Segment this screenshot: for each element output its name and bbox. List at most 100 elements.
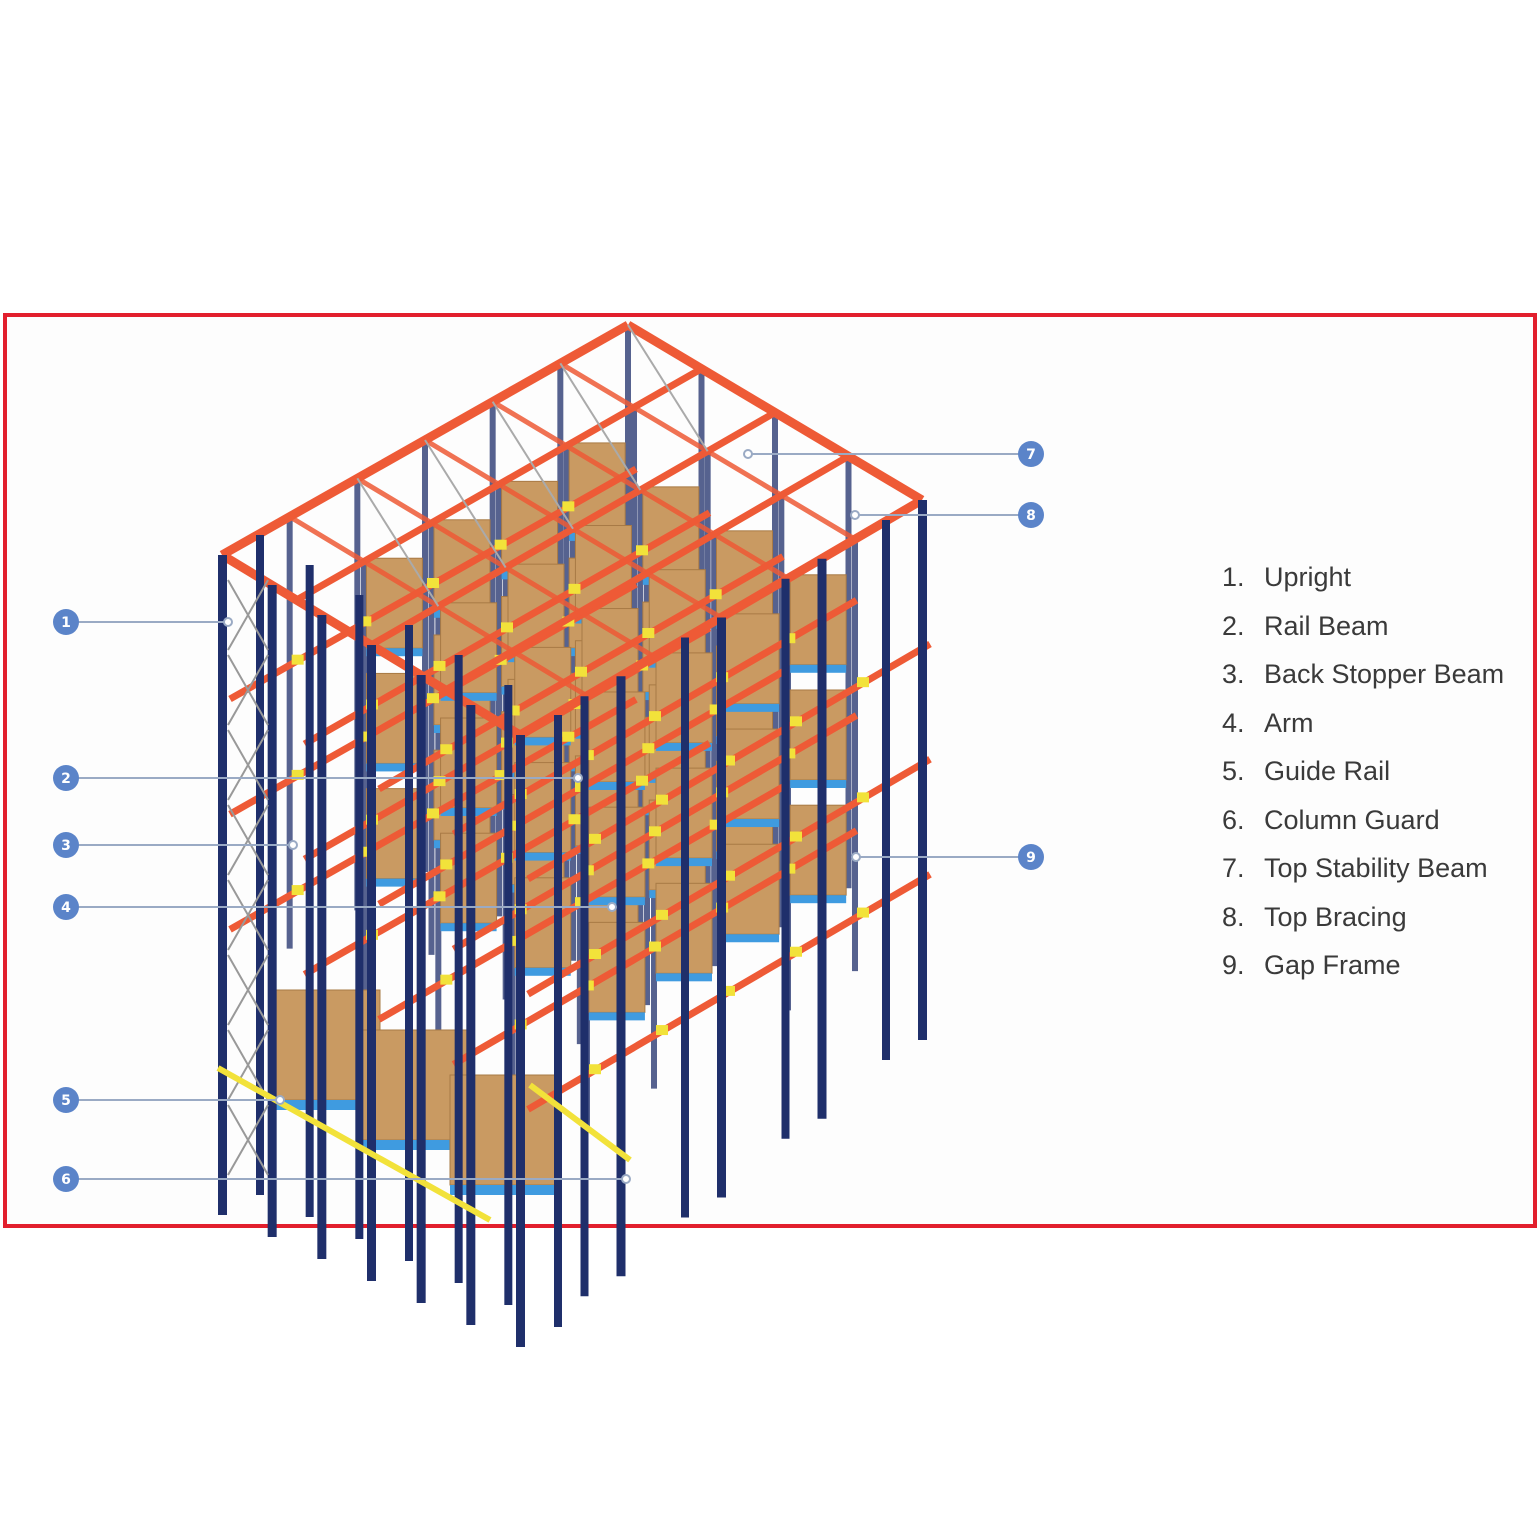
upright	[256, 535, 264, 1195]
arm	[433, 660, 446, 671]
arm	[857, 677, 869, 688]
upright	[554, 715, 562, 1327]
arm	[575, 666, 587, 677]
arm	[433, 776, 446, 787]
upright	[781, 578, 790, 1139]
upright	[305, 565, 314, 1217]
legend-label: Rail Beam	[1264, 610, 1389, 641]
upright-bracing	[227, 804, 269, 876]
arm	[649, 826, 661, 837]
pallet	[366, 763, 423, 772]
pallet	[366, 878, 423, 887]
callout-marker	[53, 609, 79, 635]
legend-number: 7.	[1222, 853, 1245, 883]
upright	[504, 685, 513, 1305]
arm	[427, 693, 439, 704]
upright	[882, 520, 890, 1060]
leader-endpoint	[288, 840, 298, 850]
arm	[440, 744, 453, 755]
legend-number: 9.	[1222, 950, 1245, 980]
legend-item: 5.Guide Rail	[1222, 756, 1504, 805]
top-stability-beam	[356, 476, 656, 659]
upright	[616, 676, 626, 1277]
callout-number: 2	[61, 771, 71, 787]
arm	[642, 858, 655, 869]
upright	[681, 637, 689, 1218]
arm	[723, 755, 735, 766]
top-bracing	[356, 477, 440, 607]
arm	[656, 909, 668, 920]
legend-label: Back Stopper Beam	[1264, 659, 1505, 689]
upright	[218, 555, 227, 1215]
legend-item: 3. Back Stopper Beam	[1222, 659, 1504, 708]
arm	[507, 820, 520, 831]
upright	[580, 696, 589, 1297]
arm	[440, 859, 453, 870]
legend-item: 4.Arm	[1222, 708, 1504, 757]
legend-number: 8.	[1222, 901, 1245, 932]
pallet	[514, 967, 571, 976]
arm	[427, 808, 439, 819]
arm	[723, 870, 735, 881]
upright	[267, 585, 277, 1237]
upright	[454, 655, 463, 1283]
arm	[359, 731, 372, 742]
upright	[317, 615, 327, 1259]
upright	[516, 735, 525, 1347]
upright	[717, 617, 726, 1198]
top-bracing	[491, 401, 574, 530]
arm	[568, 814, 581, 825]
upright	[367, 645, 376, 1281]
legend-number: 3.	[1222, 659, 1245, 689]
leader-endpoint	[573, 773, 583, 783]
callout-number: 9	[1026, 850, 1036, 866]
arm	[440, 974, 453, 985]
leader-endpoint	[743, 449, 753, 459]
legend-label: Upright	[1264, 562, 1352, 592]
legend-item: 6.Column Guard	[1222, 805, 1504, 854]
leader-endpoint	[621, 1174, 631, 1184]
callout-number: 4	[61, 900, 71, 916]
pallet	[440, 692, 497, 701]
callout-marker	[53, 832, 79, 858]
arm	[359, 846, 372, 857]
arm	[568, 583, 581, 594]
arm	[642, 628, 655, 638]
arm	[857, 907, 869, 918]
upright-bracing	[227, 1104, 269, 1176]
arm	[562, 731, 575, 742]
upright	[918, 500, 927, 1040]
callout-number: 7	[1026, 447, 1036, 463]
legend-item: 2.Rail Beam	[1222, 611, 1504, 660]
legend-item: 8.Top Bracing	[1222, 902, 1504, 951]
leader-endpoint	[275, 1095, 285, 1105]
arm	[494, 770, 507, 781]
upright-bracing	[227, 954, 269, 1026]
legend-item: 9.Gap Frame	[1222, 950, 1504, 999]
legend-label: Top Stability Beam	[1264, 853, 1488, 883]
upright	[416, 675, 426, 1303]
arm	[636, 775, 648, 786]
arm	[649, 941, 661, 952]
arm	[709, 589, 722, 600]
callout-marker	[1018, 844, 1044, 870]
callout-number: 5	[61, 1093, 71, 1109]
callout-number: 1	[61, 615, 71, 631]
legend-label: Column Guard	[1264, 804, 1440, 835]
callout-marker	[53, 1166, 79, 1192]
arm	[589, 1064, 601, 1075]
upright-bracing	[227, 729, 269, 801]
leader-endpoint	[851, 852, 861, 862]
legend-number: 1.	[1222, 562, 1245, 592]
callout-number: 8	[1026, 508, 1036, 524]
arm	[562, 501, 575, 512]
guide-rail	[216, 1065, 492, 1223]
leader-endpoint	[607, 902, 617, 912]
upright-bracing	[227, 1029, 269, 1101]
callout-marker	[53, 765, 79, 791]
arm	[790, 946, 802, 957]
upright	[466, 705, 476, 1325]
arm	[507, 705, 520, 716]
legend-label: Guide Rail	[1264, 756, 1391, 786]
arm	[507, 935, 520, 946]
